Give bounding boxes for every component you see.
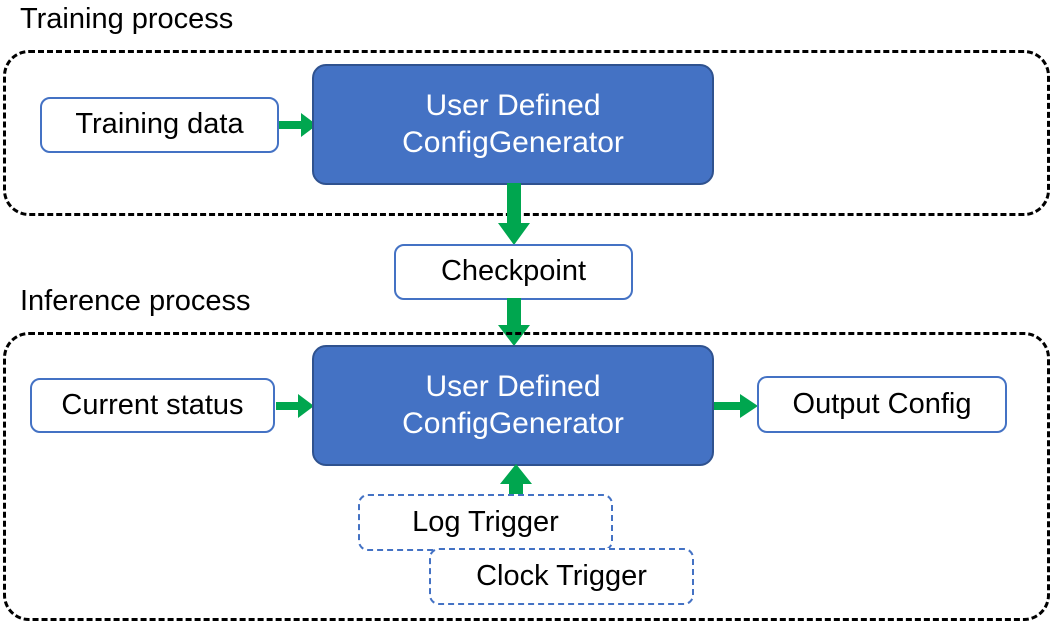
node-training-data-label: Training data — [75, 108, 244, 141]
node-current-status-label: Current status — [61, 388, 244, 421]
inference-process-container — [3, 332, 1050, 621]
node-train-config-generator[interactable]: User Defined ConfigGenerator — [312, 64, 714, 185]
arrow-training-data-to-generator — [279, 113, 317, 137]
node-checkpoint[interactable]: Checkpoint — [394, 244, 633, 300]
node-output-config[interactable]: Output Config — [757, 376, 1007, 433]
node-train-config-generator-label: User Defined ConfigGenerator — [402, 88, 624, 159]
arrow-current-status-to-generator — [276, 394, 314, 418]
node-log-trigger[interactable]: Log Trigger — [358, 494, 613, 551]
node-log-trigger-label: Log Trigger — [412, 505, 559, 538]
node-checkpoint-label: Checkpoint — [440, 255, 587, 288]
node-clock-trigger[interactable]: Clock Trigger — [429, 548, 694, 605]
arrow-generator-to-output-config — [714, 394, 758, 418]
node-output-config-label: Output Config — [792, 387, 972, 420]
node-current-status[interactable]: Current status — [30, 378, 275, 433]
arrow-train-generator-to-checkpoint — [498, 183, 530, 245]
training-process-container — [3, 50, 1050, 216]
node-training-data[interactable]: Training data — [40, 97, 279, 153]
node-infer-config-generator-label: User Defined ConfigGenerator — [402, 369, 624, 440]
inference-process-title: Inference process — [20, 285, 251, 317]
arrow-log-trigger-to-generator — [500, 464, 532, 498]
training-process-title: Training process — [20, 3, 234, 35]
node-clock-trigger-label: Clock Trigger — [476, 559, 647, 592]
node-infer-config-generator[interactable]: User Defined ConfigGenerator — [312, 345, 714, 466]
